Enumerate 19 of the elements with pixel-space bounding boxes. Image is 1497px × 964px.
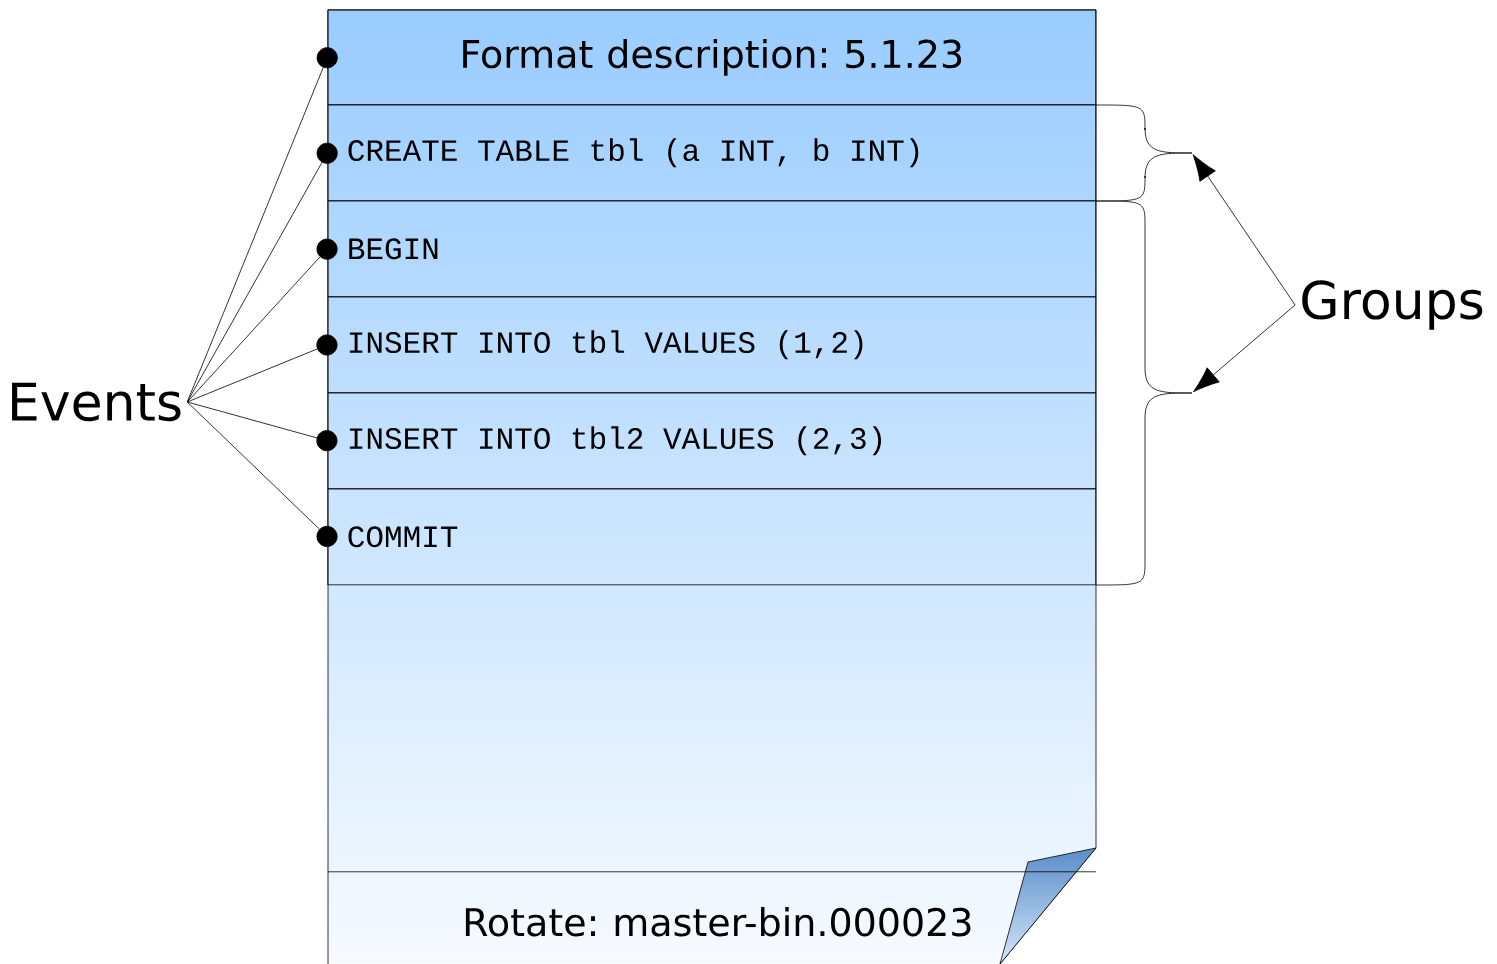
event-row: BEGIN bbox=[327, 200, 1097, 298]
connector-line bbox=[186, 334, 338, 403]
event-row: INSERT INTO tbl VALUES (1,2) bbox=[327, 296, 1097, 394]
event-row: Format description: 5.1.23 bbox=[327, 9, 1097, 106]
connector-line bbox=[186, 401, 338, 452]
event-row: COMMIT bbox=[327, 488, 1097, 586]
curly-brace bbox=[1095, 200, 1193, 586]
bare-label: Groups bbox=[1302, 280, 1483, 330]
event-row: CREATE TABLE tbl (a INT, b INT) bbox=[327, 104, 1097, 202]
arrow bbox=[1193, 304, 1296, 393]
document-page bbox=[327, 9, 1097, 964]
rotate-row: Rotate: master-bin.000023 bbox=[327, 871, 1097, 937]
connector-line bbox=[186, 238, 338, 403]
curly-brace bbox=[1095, 104, 1193, 202]
event-row: INSERT INTO tbl2 VALUES (2,3) bbox=[327, 392, 1097, 490]
connector-line bbox=[186, 401, 338, 547]
connector-line bbox=[186, 142, 338, 403]
bare-label: Events bbox=[12, 382, 181, 422]
arrow bbox=[1192, 154, 1296, 306]
